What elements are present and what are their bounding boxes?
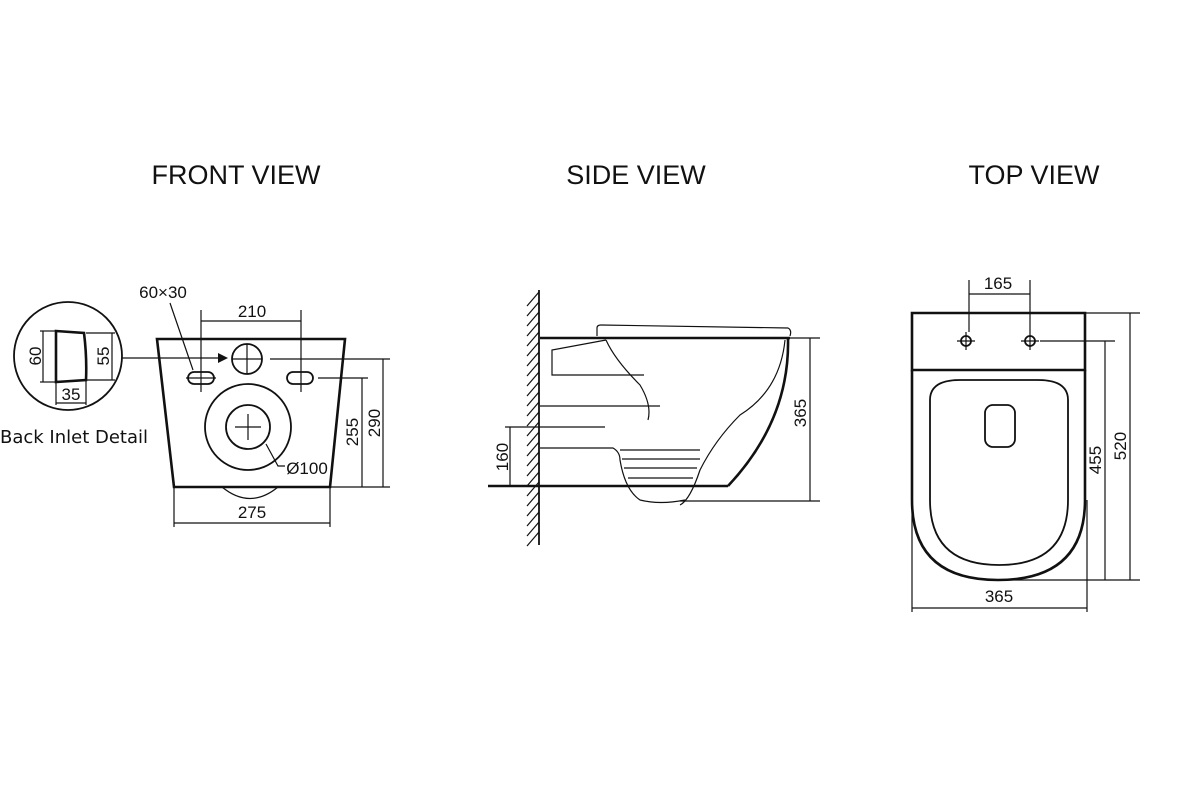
dim-hole-spacing-210: 210 bbox=[238, 302, 266, 321]
bowl-outline-top bbox=[910, 370, 1087, 582]
seat-hinge-cover bbox=[984, 404, 1016, 448]
dim-outlet-height-160: 160 bbox=[493, 443, 512, 471]
bowl-outline bbox=[727, 337, 790, 487]
detail-dim-35: 35 bbox=[62, 385, 81, 404]
dim-hole-spacing-165: 165 bbox=[984, 274, 1012, 293]
mount-slot-right bbox=[286, 371, 314, 385]
inlet-hole bbox=[231, 343, 263, 375]
wall-hatching bbox=[526, 290, 540, 547]
front-bottom-bulge bbox=[221, 486, 279, 499]
front-view: FRONT VIEW 60 55 35 Back Inlet Detail bbox=[0, 160, 390, 527]
arrow-icon bbox=[218, 353, 228, 363]
back-inlet-detail-label: Back Inlet Detail bbox=[0, 427, 148, 448]
dim-slot-size: 60×30 bbox=[139, 283, 187, 302]
dim-outlet-diameter: Ø100 bbox=[286, 459, 328, 478]
dim-total-height-365: 365 bbox=[791, 399, 810, 427]
dim-length-455: 455 bbox=[1086, 446, 1105, 474]
back-inlet-detail: 60 55 35 bbox=[13, 301, 123, 411]
dim-height-290: 290 bbox=[365, 409, 384, 437]
dim-width-365: 365 bbox=[985, 587, 1013, 606]
hole-right bbox=[1021, 332, 1039, 350]
side-view-title: SIDE VIEW bbox=[566, 160, 706, 190]
side-view: SIDE VIEW 160 365 bbox=[488, 160, 820, 547]
dim-height-255: 255 bbox=[343, 418, 362, 446]
detail-dim-55: 55 bbox=[94, 347, 113, 366]
top-view: TOP VIEW 165 455 520 365 bbox=[910, 160, 1140, 612]
hole-left bbox=[957, 332, 975, 350]
dim-length-520: 520 bbox=[1111, 432, 1130, 460]
detail-dim-60: 60 bbox=[26, 347, 45, 366]
dim-width-275: 275 bbox=[238, 503, 266, 522]
seat-lid bbox=[596, 324, 792, 337]
seat-outline bbox=[929, 379, 1069, 566]
top-view-title: TOP VIEW bbox=[968, 160, 1100, 190]
front-view-title: FRONT VIEW bbox=[151, 160, 321, 190]
outlet-hole bbox=[204, 383, 292, 471]
